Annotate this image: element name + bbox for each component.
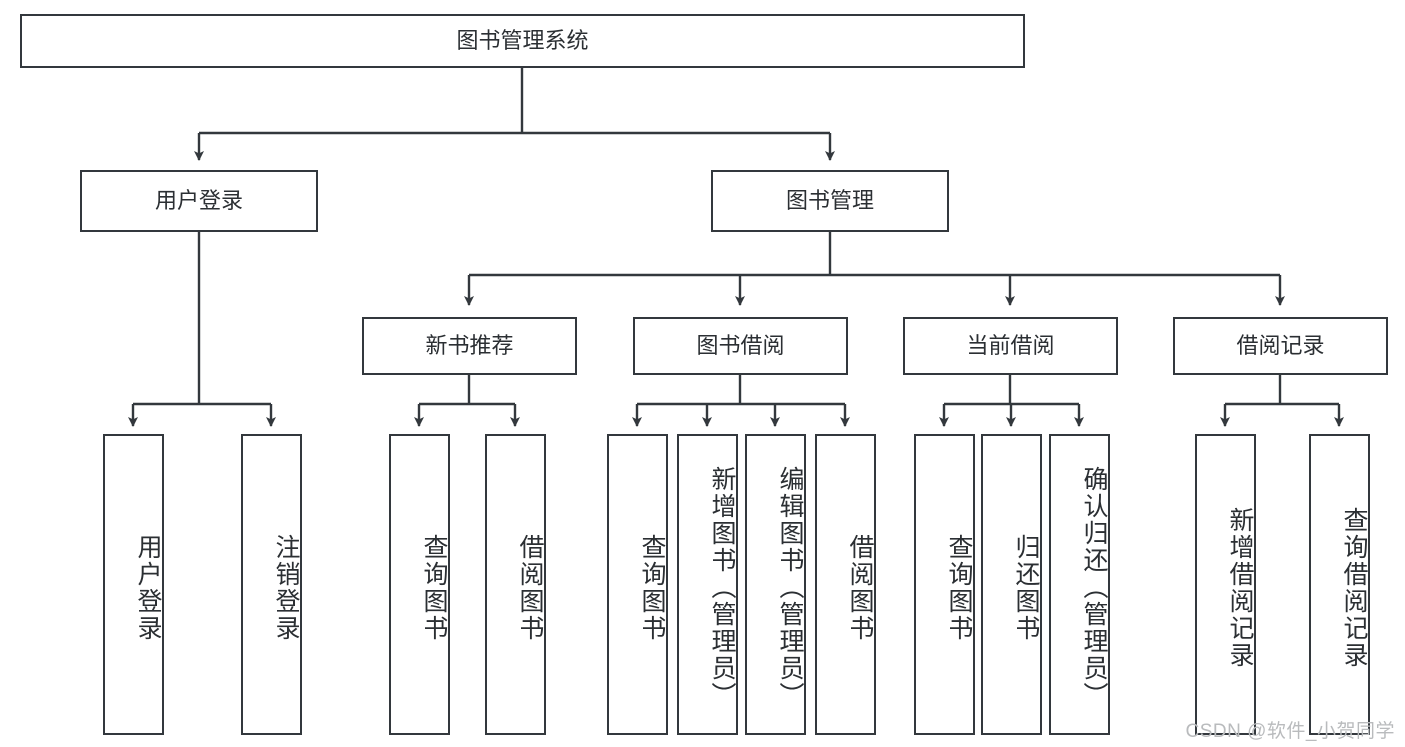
node-label: 查询图书: [945, 533, 973, 642]
leaf-borrow-borrow-books[interactable]: 借阅图书: [815, 434, 876, 735]
leaf-borrow-edit-book-admin[interactable]: 编辑图书（管理员）: [745, 434, 806, 735]
node-label: 确认归还（管理员）: [1080, 466, 1108, 709]
node-label: 当前借阅: [966, 332, 1055, 358]
leaf-current-query-books[interactable]: 查询图书: [914, 434, 975, 735]
node-current-borrow[interactable]: 当前借阅: [903, 317, 1118, 375]
node-label: 编辑图书（管理员）: [776, 466, 804, 709]
leaf-new-book-borrow-books[interactable]: 借阅图书: [485, 434, 546, 735]
leaf-logout[interactable]: 注销登录: [241, 434, 302, 735]
node-label: 查询图书: [638, 533, 666, 642]
node-book-management[interactable]: 图书管理: [711, 170, 949, 232]
node-label: 用户登录: [154, 187, 243, 213]
node-label: 图书管理: [785, 187, 874, 213]
node-label: 借阅图书: [846, 533, 874, 642]
node-label: 查询图书: [420, 533, 448, 642]
watermark: CSDN @软件_小贺同学: [1185, 721, 1395, 742]
node-label: 新增借阅记录: [1226, 506, 1254, 669]
node-user-login[interactable]: 用户登录: [80, 170, 318, 232]
node-borrow-record[interactable]: 借阅记录: [1173, 317, 1388, 375]
node-book-borrow[interactable]: 图书借阅: [633, 317, 848, 375]
node-label: 借阅记录: [1236, 332, 1325, 358]
node-label: 注销登录: [272, 533, 300, 642]
node-label: 图书借阅: [696, 332, 785, 358]
leaf-current-confirm-return-admin[interactable]: 确认归还（管理员）: [1049, 434, 1110, 735]
node-label: 用户登录: [134, 533, 162, 642]
leaf-borrow-add-book-admin[interactable]: 新增图书（管理员）: [677, 434, 738, 735]
leaf-record-query-record[interactable]: 查询借阅记录: [1309, 434, 1370, 735]
node-label: 新增图书（管理员）: [708, 466, 736, 709]
leaf-user-login[interactable]: 用户登录: [103, 434, 164, 735]
leaf-borrow-query-books[interactable]: 查询图书: [607, 434, 668, 735]
node-new-book-recommend[interactable]: 新书推荐: [362, 317, 577, 375]
node-label: 图书管理系统: [456, 27, 589, 53]
node-label: 借阅图书: [516, 533, 544, 642]
leaf-new-book-query-books[interactable]: 查询图书: [389, 434, 450, 735]
leaf-record-add-record[interactable]: 新增借阅记录: [1195, 434, 1256, 735]
node-root[interactable]: 图书管理系统: [20, 14, 1025, 68]
node-label: 新书推荐: [425, 332, 514, 358]
node-label: 归还图书: [1012, 533, 1040, 642]
node-label: 查询借阅记录: [1340, 506, 1368, 669]
leaf-current-return-books[interactable]: 归还图书: [981, 434, 1042, 735]
